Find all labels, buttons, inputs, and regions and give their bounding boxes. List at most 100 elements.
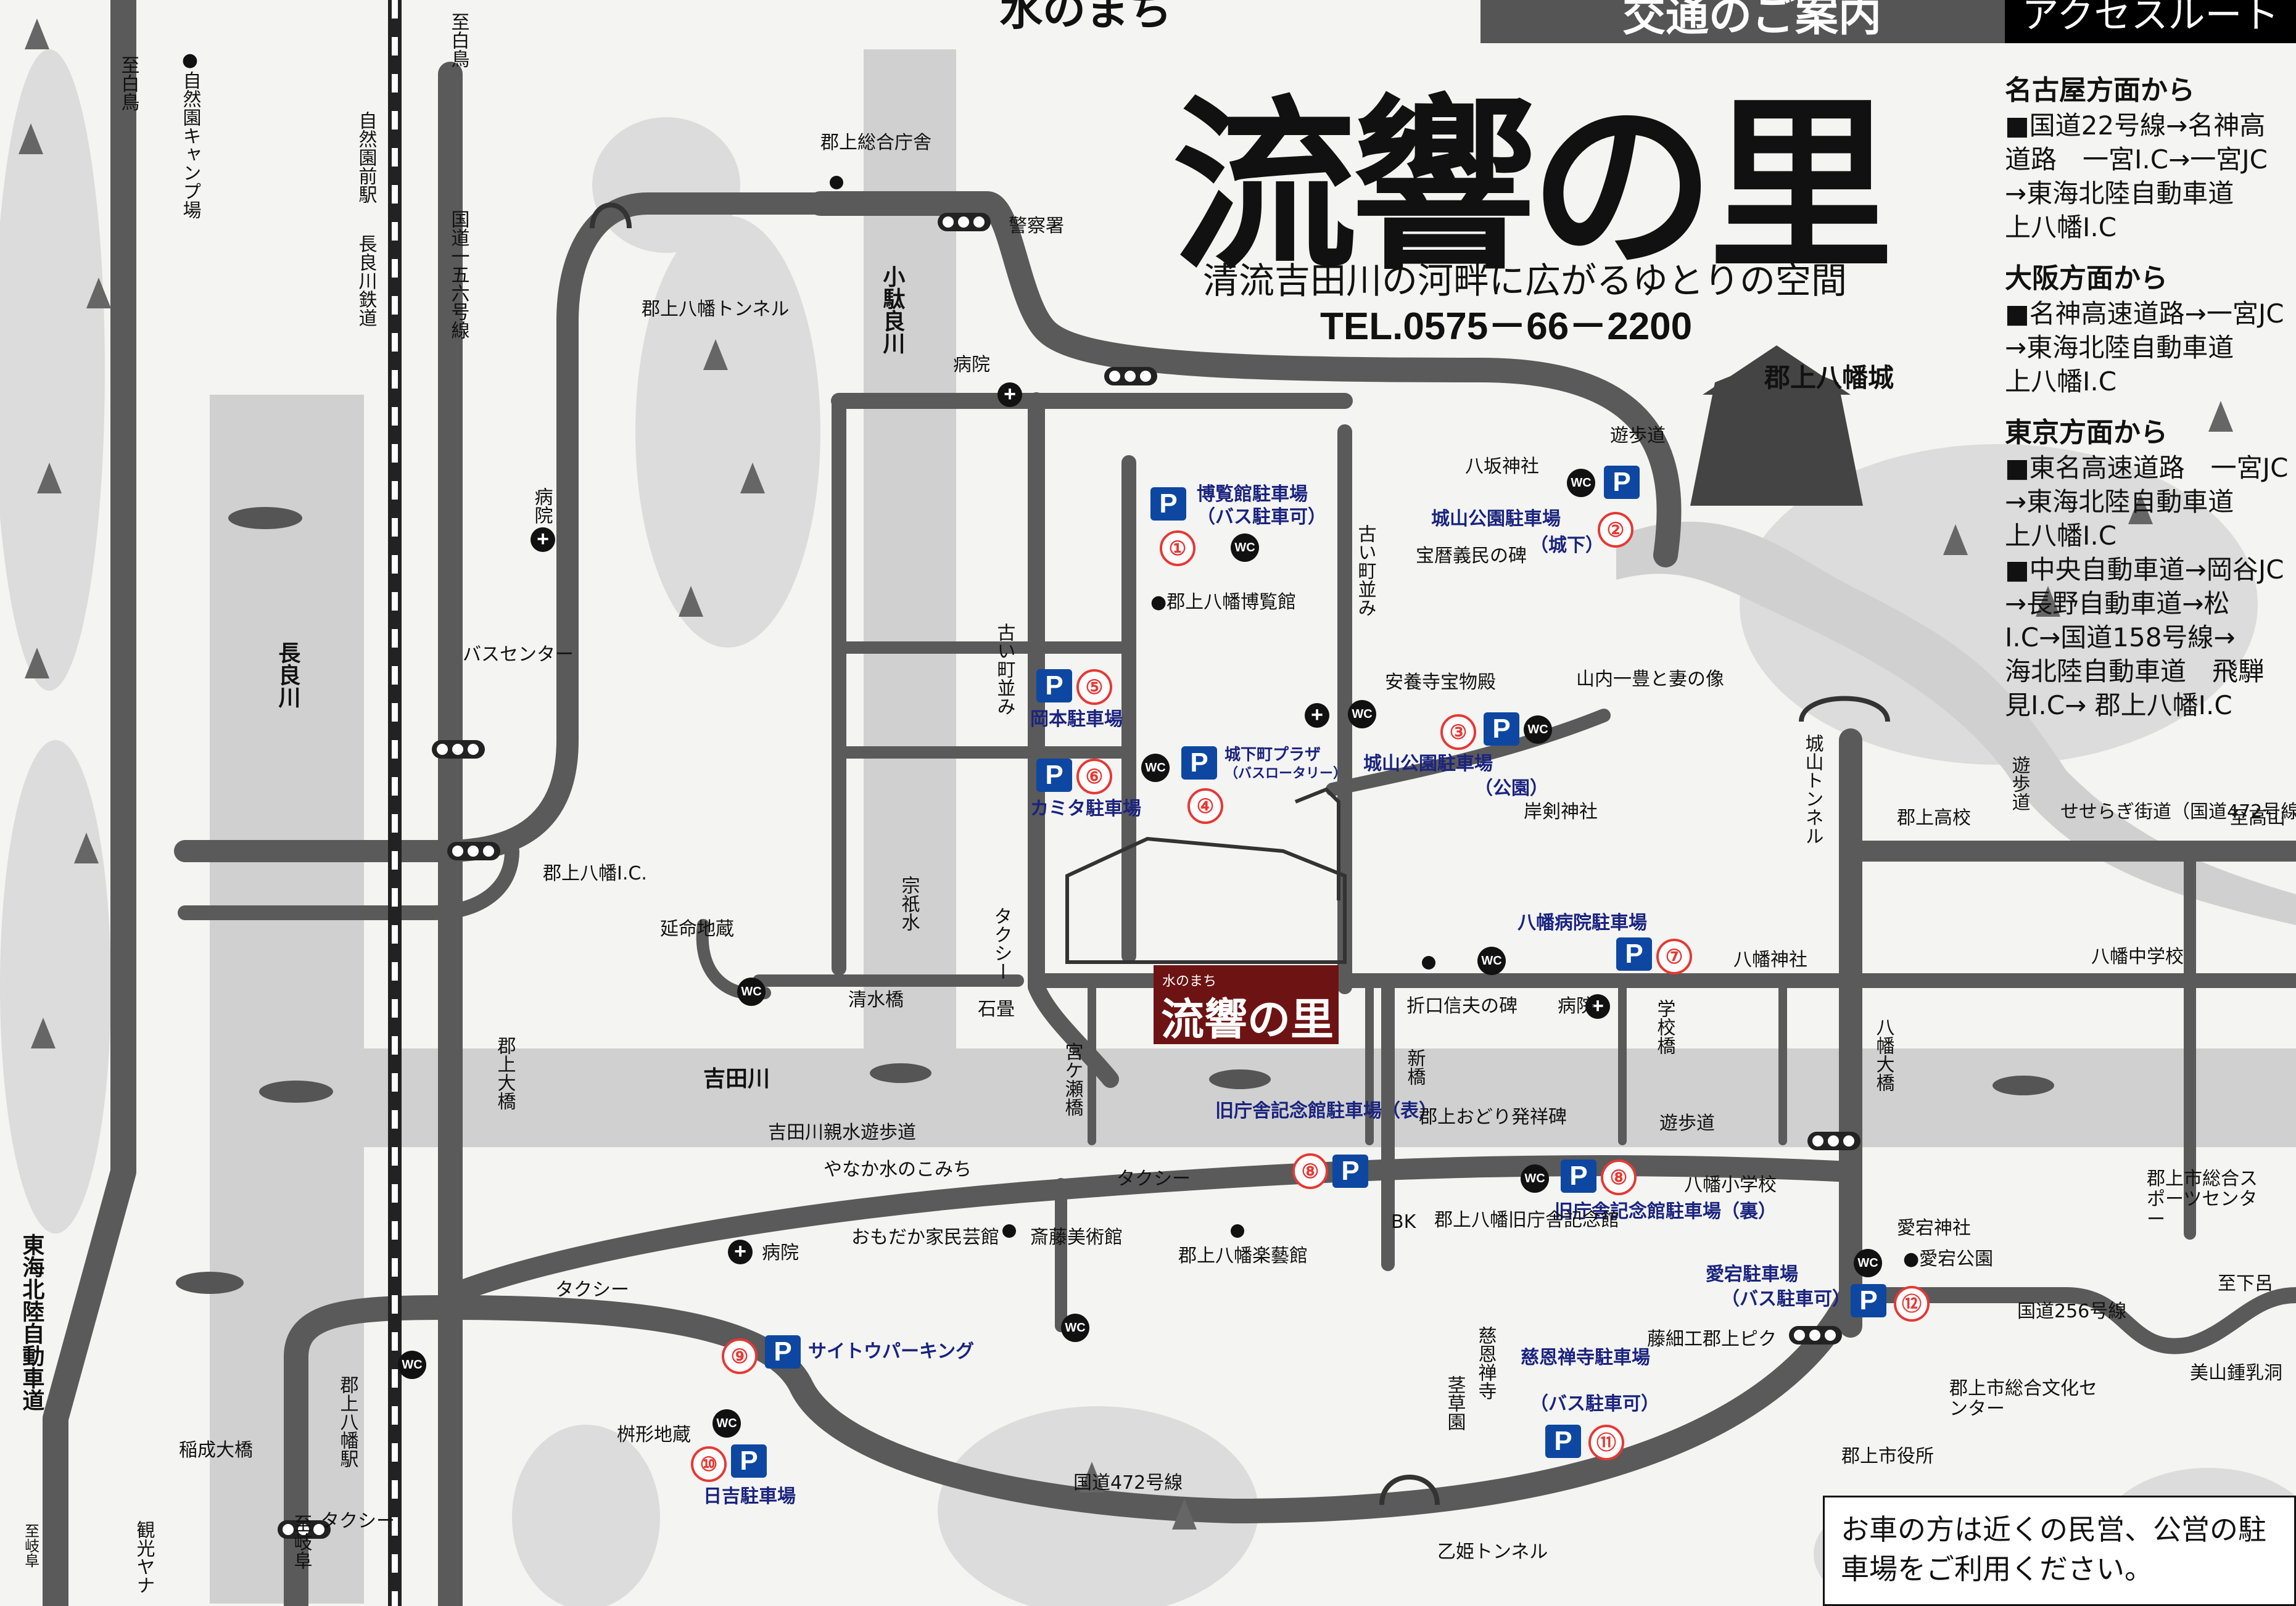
parking-7-name: 八幡病院駐車場 [1518, 912, 1647, 934]
parking-2-name: 城山公園駐車場 [1431, 508, 1561, 530]
header-subtitle: 水のまち [999, 0, 1172, 35]
label-odori: 郡上おどり発祥碑 [1419, 1106, 1567, 1128]
label-furui-machinami: 古い町並み [1354, 524, 1376, 617]
parking-6-number: ⑥ [1076, 759, 1112, 794]
access-line: 海北陸自動車道 飛騨 [2005, 656, 2265, 686]
label-nagara-railway: 長良川鉄道 [355, 234, 377, 327]
hospital-icon: + [1585, 994, 1610, 1019]
label-shiroyama-tunnel: 城山トンネル [1801, 734, 1823, 845]
label-seseragi: せせらぎ街道（国道472号線） [2060, 801, 2296, 823]
parking-icon: P [731, 1444, 767, 1478]
parking-1-note: （バス駐車可） [1197, 506, 1326, 528]
landmark-dot [1002, 1224, 1016, 1238]
label-gakuenkan: 郡上八幡楽藝館 [1178, 1245, 1308, 1267]
label-gujo-tunnel: 郡上八幡トンネル [642, 299, 790, 320]
parking-notice: お車の方は近くの民営、公営の駐車場をご利用ください。 [1823, 1496, 2296, 1606]
parking-icon: P [1545, 1425, 1581, 1458]
label-nagaragawa: 長良川 [275, 641, 300, 708]
parking-5-name: 岡本駐車場 [1030, 709, 1123, 730]
label-camp: ●自然園キャンプ場 [179, 49, 201, 219]
traffic-signal-icon [432, 740, 485, 759]
logo-title: 流響の里 [1161, 994, 1334, 1045]
parking-2-note: （城下） [1530, 535, 1604, 556]
parking-8b-name: 旧庁舎記念館駐車場（裏） [1555, 1201, 1777, 1222]
label-anyoji: 安養寺宝物殿 [1385, 672, 1496, 693]
parking-6-name: カミタ駐車場 [1030, 798, 1141, 820]
label-ishidatami: 石畳 [978, 999, 1015, 1020]
label-yanaka: やなか水のこみち [824, 1159, 972, 1180]
phone-number: TEL.0575－66－2200 [1320, 305, 1693, 348]
access-line: →東海北陸自動車道 [2005, 487, 2234, 517]
access-line: 上八幡I.C [2005, 212, 2117, 242]
label-jionzenji: 慈恩禅寺 [1474, 1326, 1497, 1400]
label-shinsui-path: 吉田川親水遊歩道 [768, 1122, 916, 1143]
label-miyagase-bridge: 宮ケ瀬橋 [1061, 1042, 1083, 1116]
parking-10-name: 日吉駐車場 [703, 1486, 796, 1507]
traffic-signal-icon [1789, 1326, 1842, 1345]
label-to-gifu: 至岐阜 [22, 1523, 39, 1568]
toilet-icon: WC [1477, 947, 1506, 975]
parking-icon: P [1604, 466, 1640, 499]
label-sogisui: 宗祇水 [898, 876, 920, 931]
parking-icon: P [1332, 1155, 1368, 1188]
access-line: ■東名高速道路 一宮JC [2005, 453, 2289, 483]
label-gujo-high: 郡上高校 [1897, 807, 1971, 829]
toilet-icon: WC [398, 1351, 426, 1379]
parking-1-name: 博覧館駐車場 [1197, 484, 1308, 505]
parking-9-name: サイトウパーキング [808, 1341, 975, 1362]
label-route472: 国道472号線 [1073, 1472, 1183, 1494]
label-kyuchosha: 郡上八幡旧庁舎記念館 [1434, 1209, 1619, 1231]
landmark-dot [1231, 1224, 1244, 1238]
parking-4-name: 城下町プラザ [1224, 746, 1321, 764]
parking-3-number: ③ [1440, 714, 1476, 750]
parking-icon: P [1561, 1159, 1596, 1193]
label-origuchi: 折口信夫の碑 [1406, 995, 1518, 1017]
label-city-hall: 郡上市役所 [1841, 1446, 1934, 1467]
label-yusando-2: 遊歩道 [1659, 1113, 1715, 1134]
toilet-icon: WC [712, 1409, 741, 1438]
tagline: 清流吉田川の河畔に広がるゆとりの空間 [1203, 260, 1848, 302]
label-yusando-3: 遊歩道 [2008, 756, 2030, 811]
access-line: 上八幡I.C [2005, 521, 2117, 551]
parking-4-note: （バスロータリー） [1224, 766, 1347, 781]
hospital-icon: + [728, 1240, 753, 1264]
label-route256: 国道256号線 [2017, 1301, 2127, 1322]
label-bk: BK [1391, 1211, 1416, 1233]
label-taxi: タクシー [990, 907, 1012, 981]
label-to-shimoro: 至下呂 [2218, 1273, 2273, 1295]
access-line: 上八幡I.C [2005, 366, 2117, 397]
label-hospital-4: 病院 [1558, 995, 1595, 1017]
label-hospital-3: 病院 [953, 354, 990, 376]
label-horeki: 宝暦義民の碑 [1416, 545, 1527, 567]
parking-10-number: ⑩ [691, 1446, 727, 1482]
parking-12-number: ⑫ [1894, 1286, 1930, 1322]
hospital-icon: + [531, 527, 555, 552]
landmark-dot [830, 176, 843, 189]
label-hachiman-jh: 八幡中学校 [2091, 946, 2184, 968]
toilet-icon: WC [1231, 533, 1259, 562]
toilet-icon: WC [1524, 715, 1552, 744]
parking-3-name: 城山公園駐車場 [1363, 753, 1493, 775]
access-line: I.C→国道158号線→ [2005, 622, 2236, 653]
toilet-icon: WC [1567, 469, 1595, 497]
tab-transport-guide: 交通のご案内 [1480, 0, 2023, 43]
label-gujo-ohashi: 郡上大橋 [493, 1036, 516, 1110]
parking-7-number: ⑦ [1656, 939, 1692, 974]
traffic-signal-icon [278, 1520, 331, 1539]
label-bus-center: バスセンター [463, 644, 574, 665]
page-title: 流響の里 [1172, 77, 1894, 295]
label-police: 警察署 [1009, 215, 1064, 237]
label-enmei-jizo: 延命地蔵 [660, 918, 734, 940]
traffic-signal-icon [1104, 367, 1157, 385]
parking-icon: P [1851, 1284, 1886, 1317]
traffic-signal-icon [1807, 1132, 1860, 1150]
tab-access-route: アクセスルート [2005, 0, 2296, 43]
label-to-takayama: 至高山 [2230, 807, 2286, 829]
parking-2-number: ② [1598, 512, 1633, 548]
castle-illustration [1690, 345, 1863, 506]
label-fujisaiku: 藤細工郡上ピク [1647, 1328, 1777, 1350]
access-line: 見I.C→ 郡上八幡I.C [2005, 690, 2232, 720]
label-gakko-bridge: 学校橋 [1653, 999, 1675, 1055]
label-tokai-expressway: 東海北陸自動車道 [19, 1233, 44, 1411]
tree-illustrations [19, 19, 2233, 1530]
